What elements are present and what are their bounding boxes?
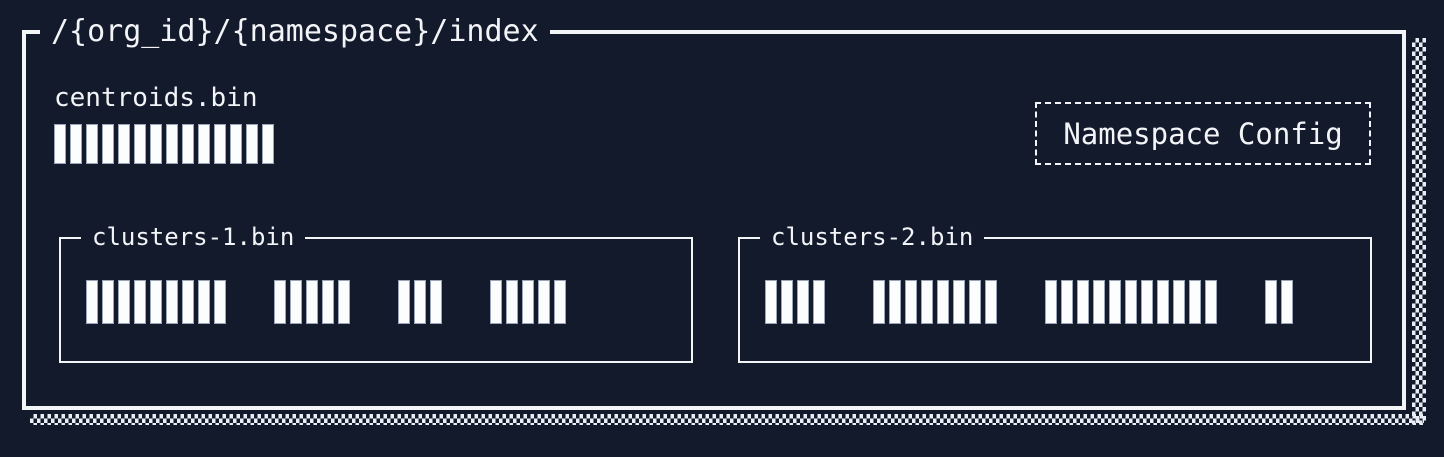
data-block-bar [797,280,809,324]
data-block-bar [953,280,965,324]
data-block-bar [1265,280,1277,324]
data-block-bar [538,280,550,324]
cluster-files-row: clusters-1.bin clusters-2.bin [59,224,1372,363]
data-block-bar [166,280,178,324]
clusters-2-data-blocks [765,280,1293,324]
clusters-2-file-label: clusters-2.bin [760,224,985,252]
index-path-title: /{org_id}/{namespace}/index [40,14,550,50]
data-block-bar [338,280,350,324]
data-block-bar [54,123,66,164]
data-block-bar [430,280,442,324]
clusters-1-file-label: clusters-1.bin [81,224,306,252]
data-block-bar [102,280,114,324]
data-block-bar [322,280,334,324]
data-block-bar [905,280,917,324]
data-block-bar [1281,280,1293,324]
index-container-box: /{org_id}/{namespace}/index centroids.bi… [22,14,1426,425]
data-block-bar [506,280,518,324]
data-block-bar [86,123,98,164]
centroids-file-label: centroids.bin [54,83,258,113]
data-block-bar [1109,280,1121,324]
data-block-bar [522,280,534,324]
data-block-bar [102,123,114,164]
bar-group [274,280,350,324]
data-block-bar [937,280,949,324]
dither-shadow-right [1412,38,1426,424]
data-block-bar [134,123,146,164]
dither-shadow-bottom [30,414,1424,425]
data-block-bar [182,280,194,324]
data-block-bar [198,280,210,324]
data-block-bar [118,123,130,164]
bar-group [86,280,226,324]
bar-group [54,123,274,164]
data-block-bar [765,280,777,324]
data-block-bar [274,280,286,324]
data-block-bar [214,123,226,164]
data-block-bar [554,280,566,324]
data-block-bar [969,280,981,324]
data-block-bar [873,280,885,324]
data-block-bar [398,280,410,324]
data-block-bar [1157,280,1169,324]
data-block-bar [306,280,318,324]
data-block-bar [1141,280,1153,324]
bar-group [1265,280,1293,324]
data-block-bar [246,123,258,164]
data-block-bar [150,123,162,164]
data-block-bar [230,123,242,164]
data-block-bar [118,280,130,324]
data-block-bar [1205,280,1217,324]
data-block-bar [262,123,274,164]
centroids-file-section: centroids.bin [54,84,274,164]
data-block-bar [1189,280,1201,324]
data-block-bar [182,123,194,164]
bar-group [490,280,566,324]
data-block-bar [150,280,162,324]
data-block-bar [1125,280,1137,324]
data-block-bar [86,280,98,324]
data-block-bar [1061,280,1073,324]
data-block-bar [781,280,793,324]
data-block-bar [1045,280,1057,324]
namespace-config-button[interactable]: Namespace Config [1035,102,1371,165]
data-block-bar [414,280,426,324]
data-block-bar [889,280,901,324]
data-block-bar [198,123,210,164]
clusters-1-file-box: clusters-1.bin [59,224,693,363]
bar-group [398,280,442,324]
data-block-bar [921,280,933,324]
data-block-bar [1077,280,1089,324]
data-block-bar [290,280,302,324]
data-block-bar [214,280,226,324]
data-block-bar [985,280,997,324]
data-block-bar [70,123,82,164]
data-block-bar [166,123,178,164]
bar-group [873,280,997,324]
data-block-bar [1173,280,1185,324]
data-block-bar [134,280,146,324]
centroids-data-blocks [54,123,274,164]
data-block-bar [1093,280,1105,324]
data-block-bar [813,280,825,324]
data-block-bar [490,280,502,324]
clusters-1-data-blocks [86,280,566,324]
bar-group [765,280,825,324]
bar-group [1045,280,1217,324]
clusters-2-file-box: clusters-2.bin [738,224,1372,363]
